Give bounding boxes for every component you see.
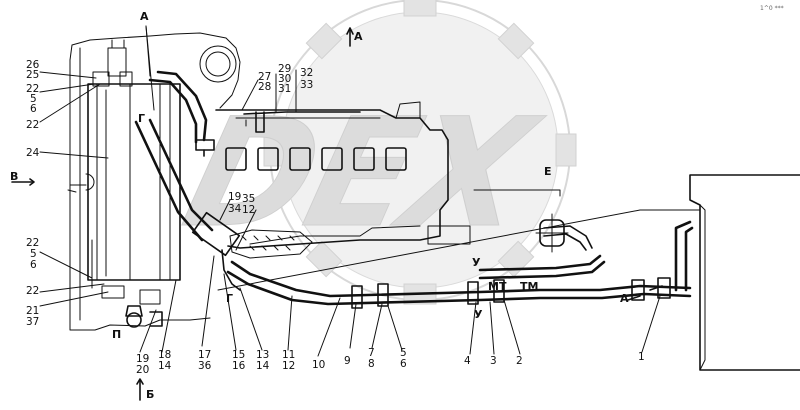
callout: 16	[232, 360, 246, 372]
callout: 31	[278, 83, 291, 95]
callout: 18	[158, 349, 171, 361]
callout: 22	[26, 83, 39, 95]
callout: 9	[344, 355, 351, 367]
callout: 4	[464, 355, 471, 367]
vehicle-frame	[473, 174, 800, 371]
callout: 29	[278, 63, 291, 75]
view-letter-b-left: В	[10, 170, 18, 183]
callout: 6	[30, 103, 37, 115]
view-letter-a-right: А	[620, 292, 629, 305]
watermark: DEX	[169, 0, 577, 305]
callout: 5	[30, 93, 37, 105]
view-letter-a-arrow: А	[354, 30, 363, 43]
radiator	[87, 39, 181, 305]
view-letter-p: П	[112, 328, 121, 341]
leader-lines	[39, 25, 661, 357]
callout: 28	[258, 81, 271, 93]
callout: 21	[26, 305, 39, 317]
watermark-gear	[263, 0, 577, 305]
callout: 32	[300, 67, 313, 79]
callout: 12	[242, 204, 255, 216]
callout: 24	[26, 147, 40, 159]
callout: 19	[228, 191, 241, 203]
callout: 36	[198, 360, 212, 372]
callout: 30	[278, 73, 291, 85]
callout-numbers: 26 25 22 5 6 22 24 22 5 6 22 21 37 27 28…	[26, 59, 645, 376]
callout: 12	[282, 360, 295, 372]
callout: 22	[26, 285, 39, 297]
view-letter-g1: Г	[138, 112, 145, 125]
callout: 13	[256, 349, 269, 361]
callout: 20	[136, 364, 149, 376]
callout: 5	[30, 248, 37, 260]
callout: 11	[282, 349, 295, 361]
engine-outline	[67, 32, 241, 331]
callout: 37	[26, 316, 39, 328]
callout: 8	[368, 358, 375, 370]
callout: 14	[158, 360, 172, 372]
view-letter-g2: Г	[226, 292, 233, 305]
callout: 22	[26, 237, 39, 249]
view-letter-e: Е	[544, 165, 552, 178]
view-letter-u1: У	[472, 256, 481, 269]
callout: 3	[490, 355, 497, 367]
callout: 19	[136, 353, 149, 365]
coolant-pipes	[125, 70, 701, 328]
callout: 17	[198, 349, 211, 361]
callout: 7	[368, 347, 375, 359]
callout: 6	[400, 358, 407, 370]
view-letter-mt: МТ	[488, 280, 507, 293]
engine-body	[215, 101, 471, 259]
callout: 10	[312, 359, 325, 371]
callout: 14	[256, 360, 270, 372]
callout: 6	[30, 259, 37, 271]
view-letter-b-bottom: Б	[146, 388, 154, 401]
view-letter-a-top: А	[140, 10, 149, 23]
callout: 1	[638, 351, 645, 363]
callout: 26	[26, 59, 40, 71]
view-arrows	[11, 27, 663, 401]
callout: 33	[300, 79, 313, 91]
view-letter-u2: У	[474, 308, 483, 321]
callout: 22	[26, 119, 39, 131]
callout: 2	[516, 355, 523, 367]
view-letter-tm: ТМ	[520, 280, 538, 293]
callout: 35	[242, 193, 255, 205]
callout: 5	[400, 347, 407, 359]
corner-mark: 1^0 ***	[760, 5, 784, 12]
callout: 34	[228, 203, 242, 215]
callout: 27	[258, 71, 271, 83]
callout: 15	[232, 349, 245, 361]
callout: 25	[26, 69, 39, 81]
view-letters: А А В Б Е Г Г П У У МТ ТМ А	[10, 10, 629, 401]
